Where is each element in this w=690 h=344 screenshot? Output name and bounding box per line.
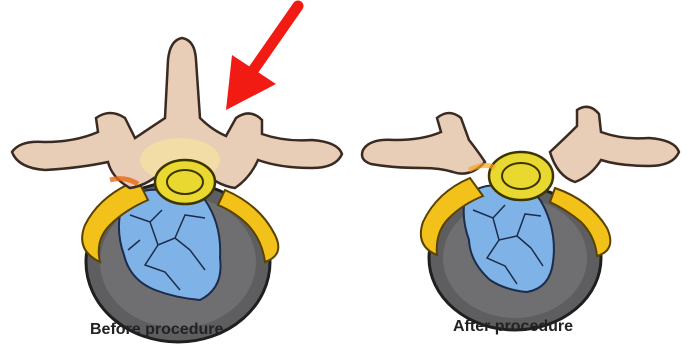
after-panel: After procedure [345, 0, 690, 344]
after-spinal-cord [489, 152, 553, 200]
after-caption: After procedure [453, 318, 573, 336]
after-right-arch [550, 107, 679, 182]
before-caption: Before procedure [90, 321, 223, 339]
before-spinal-cord [155, 160, 215, 204]
before-vertebra-illustration [0, 0, 345, 344]
after-left-arch [362, 113, 485, 174]
after-vertebra-illustration [345, 0, 690, 344]
before-panel: Before procedure [0, 0, 345, 344]
red-arrow-icon [226, 6, 298, 110]
